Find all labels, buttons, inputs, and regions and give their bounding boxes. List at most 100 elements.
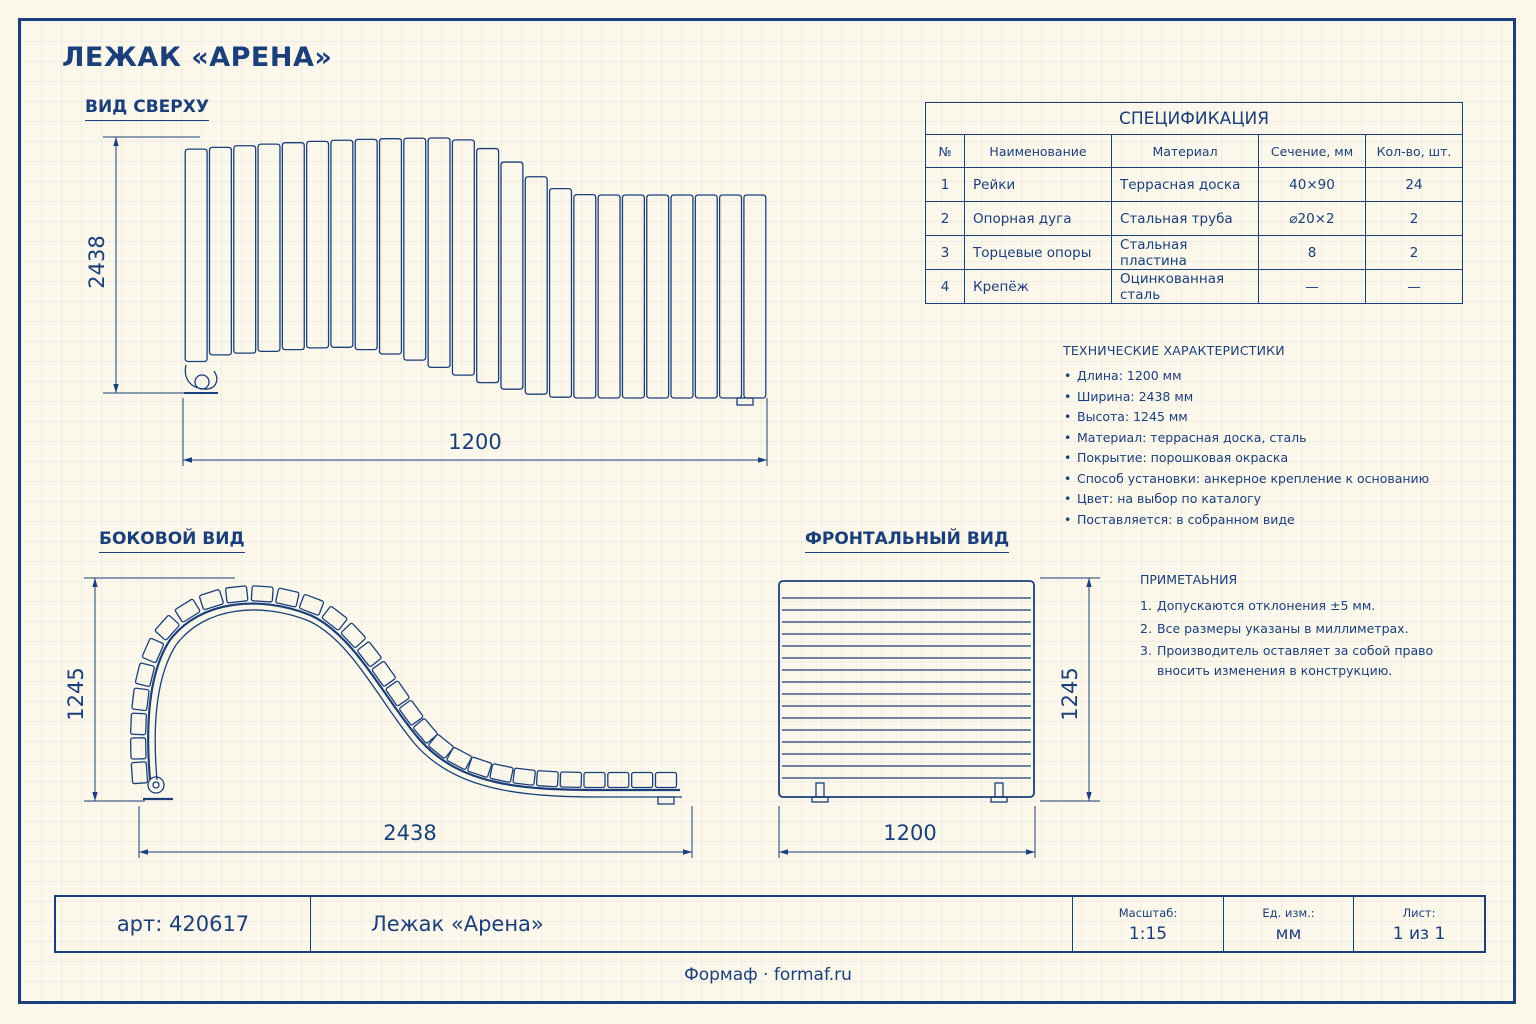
- side-slat: [467, 756, 493, 778]
- front-view-label: ФРОНТАЛЬНЫЙ ВИД: [805, 529, 1010, 553]
- notes-title: ПРИМЕТАЬНИЯ: [1140, 572, 1238, 587]
- spec-table: СПЕЦИФИКАЦИЯ № Наименование Материал Сеч…: [925, 102, 1463, 304]
- note-number: 2.: [1140, 620, 1152, 636]
- side-view-label: БОКОВОЙ ВИД: [99, 529, 245, 553]
- top-slat: [621, 194, 645, 399]
- top-slat: [718, 194, 743, 399]
- top-end-support: [184, 364, 754, 406]
- spec-cell: 4: [925, 269, 965, 304]
- side-dim-width: 2438: [383, 821, 436, 845]
- note-text: Производитель оставляет за собой право в…: [1157, 643, 1434, 678]
- spec-title: СПЕЦИФИКАЦИЯ: [925, 102, 1463, 135]
- list-item: Высота: 1245 мм: [1063, 407, 1429, 428]
- side-slat: [198, 589, 224, 611]
- spec-cell: ⌀20×2: [1258, 201, 1366, 236]
- table-row: 4 Крепёж Оцинкованная сталь — —: [925, 269, 1463, 304]
- side-slat: [340, 622, 366, 649]
- tech-specs-title: ТЕХНИЧЕСКИЕ ХАРАКТЕРИСТИКИ: [1063, 343, 1285, 358]
- side-slat: [130, 712, 147, 736]
- top-slat: [403, 137, 427, 361]
- side-slat: [607, 771, 630, 789]
- side-slat: [250, 585, 274, 603]
- side-slat: [129, 737, 147, 760]
- spec-col-qty: Кол-во, шт.: [1365, 134, 1463, 168]
- list-item: 2.Все размеры указаны в миллиметрах.: [1140, 619, 1440, 639]
- spec-cell: —: [1365, 269, 1463, 304]
- list-item: Ширина: 2438 мм: [1063, 387, 1429, 408]
- top-slat: [427, 137, 451, 369]
- notes: ПРИМЕТАЬНИЯ 1.Допускаются отклонения ±5 …: [1140, 572, 1440, 683]
- table-row: 1 Рейки Террасная доска 40×90 24: [925, 167, 1463, 202]
- top-slat: [354, 138, 378, 351]
- top-dim-width: 1200: [448, 430, 501, 454]
- tech-specs: ТЕХНИЧЕСКИЕ ХАРАКТЕРИСТИКИ Длина: 1200 м…: [1063, 343, 1429, 530]
- side-slat: [385, 680, 410, 707]
- top-slat: [646, 194, 670, 399]
- side-slat: [141, 637, 165, 664]
- side-slat: [357, 641, 382, 668]
- side-end-support: [143, 776, 675, 805]
- side-slat: [512, 767, 536, 786]
- table-row: 2 Опорная дуга Стальная труба ⌀20×2 2: [925, 201, 1463, 236]
- top-slat: [548, 187, 573, 398]
- side-slat: [275, 587, 300, 608]
- stamp-unit-value: мм: [1275, 924, 1302, 944]
- drawing-title: ЛЕЖАК «АРЕНА»: [62, 42, 333, 73]
- side-slat: [428, 734, 454, 759]
- list-item: Поставляется: в собранном виде: [1063, 510, 1429, 531]
- note-number: 1.: [1140, 598, 1152, 613]
- spec-cell: 1: [925, 167, 965, 202]
- stamp-article-cell: арт: 420617: [56, 897, 311, 951]
- top-slat: [451, 139, 475, 376]
- side-slat: [225, 585, 249, 604]
- side-slat: [631, 771, 654, 789]
- top-slat: [330, 139, 354, 348]
- note-number: 3.: [1140, 643, 1152, 658]
- top-slat: [573, 193, 597, 399]
- top-slat: [670, 194, 694, 399]
- spec-cell: 2: [925, 201, 965, 236]
- spec-cell: Оцинкованная сталь: [1111, 269, 1259, 304]
- side-slat: [174, 598, 201, 623]
- spec-cell: 40×90: [1258, 167, 1366, 202]
- list-item: 3. Производитель оставляет за собой право…: [1140, 641, 1440, 680]
- stamp-scale-value: 1:15: [1128, 924, 1168, 944]
- side-dim-height: 1245: [64, 667, 88, 720]
- list-item: 1.Допускаются отклонения ±5 мм.: [1140, 596, 1440, 616]
- spec-cell: 8: [1258, 235, 1366, 270]
- side-slat: [583, 771, 606, 789]
- top-slat: [281, 142, 305, 351]
- list-item: Материал: террасная доска, сталь: [1063, 428, 1429, 449]
- spec-col-section: Сечение, мм: [1258, 134, 1366, 168]
- top-slat: [257, 143, 281, 353]
- spec-col-name: Наименование: [964, 134, 1112, 168]
- side-slat: [654, 771, 678, 789]
- side-slat: [399, 699, 424, 726]
- top-slat: [378, 138, 403, 355]
- side-slat: [154, 615, 180, 641]
- top-slat: [694, 194, 718, 399]
- side-slat: [371, 661, 396, 687]
- stamp-name: Лежак «Арена»: [371, 912, 544, 936]
- front-dim-height: 1245: [1058, 667, 1082, 720]
- top-view-drawing: [103, 136, 768, 466]
- top-slat: [233, 145, 257, 354]
- list-item: Способ установки: анкерное крепление к о…: [1063, 469, 1429, 490]
- side-slat: [446, 746, 473, 770]
- spec-cell: Крепёж: [964, 269, 1112, 304]
- top-slat: [184, 148, 208, 363]
- side-slat: [413, 718, 438, 744]
- top-slat: [476, 147, 500, 384]
- spec-col-material: Материал: [1111, 134, 1259, 168]
- title-block: арт: 420617 Лежак «Арена» Масштаб: 1:15 …: [54, 895, 1486, 953]
- spec-cell: Стальная пластина: [1111, 235, 1259, 270]
- top-slat: [208, 146, 233, 356]
- side-slat: [131, 687, 150, 712]
- spec-cell: Стальная труба: [1111, 201, 1259, 236]
- spec-cell: Рейки: [964, 167, 1112, 202]
- front-view-drawing: [778, 577, 1100, 858]
- spec-cell: 2: [1365, 201, 1463, 236]
- top-slat: [306, 140, 330, 349]
- front-dim-width: 1200: [883, 821, 936, 845]
